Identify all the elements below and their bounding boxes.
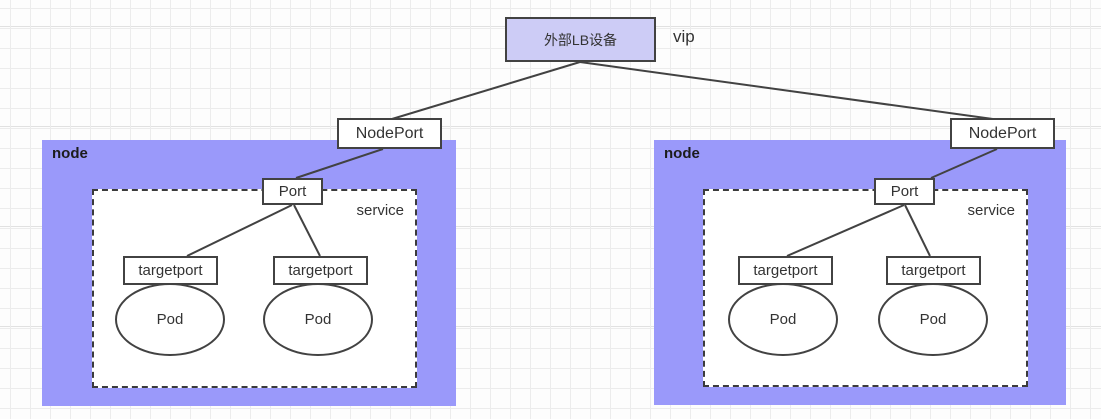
targetport-box[interactable]: targetport [123,256,218,285]
pod-ellipse[interactable]: Pod [878,283,988,356]
targetport-box[interactable]: targetport [738,256,833,285]
nodeport-label: NodePort [355,124,424,142]
targetport-label: targetport [138,262,203,279]
pod-ellipse[interactable]: Pod [728,283,838,356]
port-label: Port [890,183,919,200]
node-label: node [52,145,88,162]
edge-port-to-targetport-left-2[interactable] [293,204,321,257]
edge-port-to-targetport-left-1[interactable] [186,204,293,257]
external-lb-label: 外部LB设备 [543,31,618,48]
targetport-label: targetport [288,262,353,279]
node-label: node [664,145,700,162]
edge-nodeport-to-port-right[interactable] [930,148,998,179]
edge-lb-to-nodeport-left[interactable] [391,61,581,120]
service-label: service [967,202,1015,219]
pod-label: Pod [304,311,332,328]
service-label: service [356,202,404,219]
edge-nodeport-to-port-left[interactable] [295,148,384,179]
edge-port-to-targetport-right-2[interactable] [904,204,931,257]
pod-label: Pod [769,311,797,328]
external-lb-box[interactable]: 外部LB设备 [505,17,656,62]
edge-port-to-targetport-right-1[interactable] [786,204,905,257]
nodeport-label: NodePort [968,124,1037,142]
vip-label: vip [673,27,695,46]
targetport-label: targetport [753,262,818,279]
pod-label: Pod [919,311,947,328]
pod-ellipse[interactable]: Pod [263,283,373,356]
edge-lb-to-nodeport-right[interactable] [579,61,1001,121]
pod-label: Pod [156,311,184,328]
targetport-label: targetport [901,262,966,279]
pod-ellipse[interactable]: Pod [115,283,225,356]
port-label: Port [278,183,307,200]
targetport-box[interactable]: targetport [886,256,981,285]
nodeport-box-left[interactable]: NodePort [337,118,442,149]
port-box-right[interactable]: Port [874,178,935,205]
targetport-box[interactable]: targetport [273,256,368,285]
port-box-left[interactable]: Port [262,178,323,205]
nodeport-box-right[interactable]: NodePort [950,118,1055,149]
